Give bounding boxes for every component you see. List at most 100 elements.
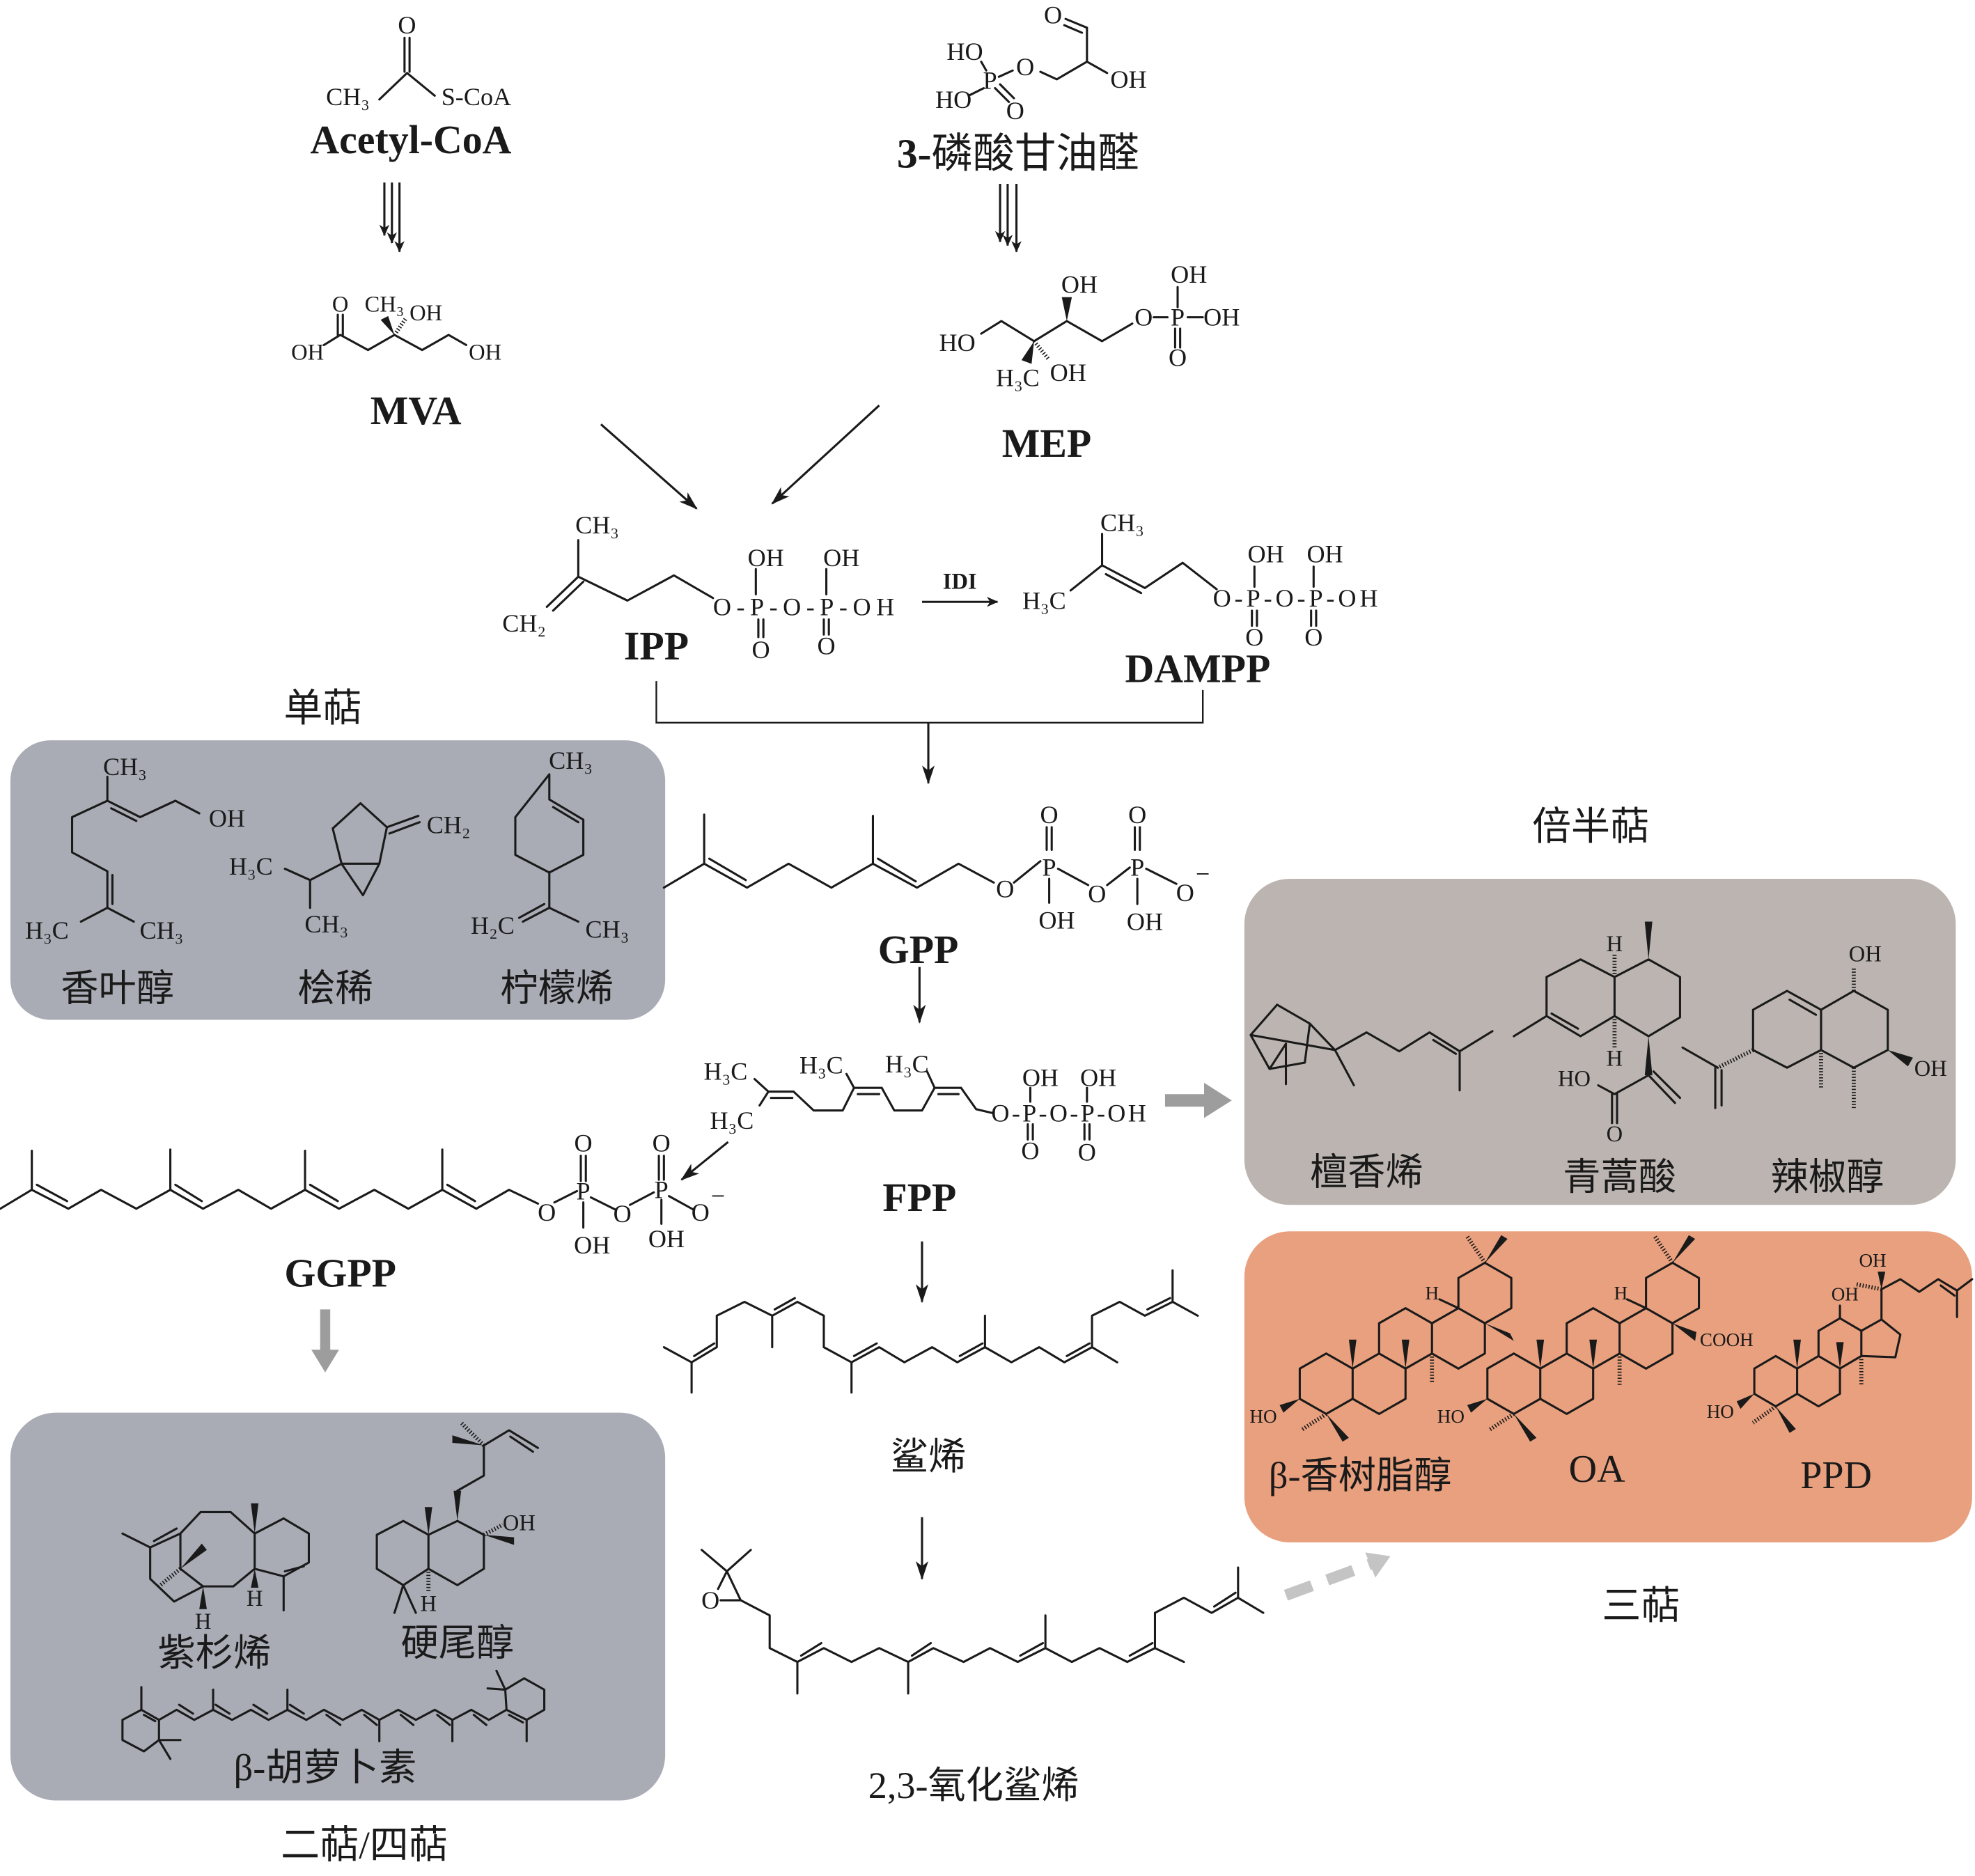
oxidosqualene-label: 2,3-氧化鲨烯 [868,1765,1079,1806]
atom-label: OH [1914,1056,1947,1081]
artemisinic-acid-label: 青蒿酸 [1563,1157,1676,1198]
wedge-bond [1736,1393,1755,1409]
atom-label: OH [1080,1064,1116,1092]
atom-label: OH [748,544,784,572]
wedge-bond [251,1568,259,1588]
limonene-structure: CH₃ H₂C CH₃ [471,747,629,943]
mva-label: MVA [370,388,462,433]
atom-label: O [1169,343,1187,371]
atom-label: HO [1437,1406,1465,1427]
beta-amyrin-structure: H HO [1249,1235,1514,1442]
atom-label: O [1040,801,1059,829]
monoterpene-box [10,740,666,1020]
atom-label: O [398,11,416,39]
atom-label: COOH [1700,1329,1754,1350]
triterpene-box [1244,1231,1972,1542]
atom-label: H₃C [799,1052,843,1079]
wedge-bond [1887,1049,1913,1067]
hashed-bond [426,1421,504,1593]
oxidosqualene-to-triterpenes-arrow [1283,1558,1374,1601]
hashed-bond [1488,1235,1674,1432]
mep-to-ipp-arrow [771,405,880,505]
acetyl-coa-bonds [378,36,436,101]
atom-label: S-CoA [442,83,511,111]
g3p-label: 3-磷酸甘油醛 [897,130,1139,176]
squalene-structure [662,1269,1199,1394]
atom-label: H [195,1609,212,1634]
atom-label: HO [1707,1401,1734,1422]
idi-enzyme-label: IDI [943,569,977,594]
atom-label: P [655,1176,669,1204]
charge-label: − [1196,860,1210,888]
atom-label: O [751,636,770,664]
atom-label: O [1134,304,1153,331]
wedge-bond [1793,1339,1802,1369]
limonene-label: 柠檬烯 [500,967,614,1009]
beta-carotene-structure [121,1669,546,1760]
atom-label: O [1607,1122,1623,1147]
mep-structure: HO H₃C OH OH O P OH OH O [939,260,1240,391]
atom-label: OH [209,804,245,832]
atom-label: O [575,1129,593,1157]
atom-label: O [701,1586,719,1614]
atom-label: P [1130,854,1144,882]
atom-label: O [332,292,349,318]
fpp-to-ggpp-arrow [680,1141,729,1181]
atom-label: HO [939,329,975,357]
santalene-label: 檀香烯 [1310,1151,1423,1193]
atom-label: OH [1127,907,1163,935]
beta-amyrin-label: β-香树脂醇 [1269,1455,1452,1496]
gpp-bonds [662,813,1178,905]
atom-label: O [996,875,1014,902]
atom-label: OH [1038,907,1075,935]
ppd-label: PPD [1800,1454,1872,1497]
ipp-structure: CH₃ CH₂ OH OH O-P-O-P-OH O O [502,511,894,664]
beta-carotene-label: β-胡萝卜素 [234,1747,417,1789]
hashed-bond [1717,967,1856,1109]
taxadiene-structure: H H [121,1503,310,1634]
dampp-label: DAMPP [1125,646,1271,691]
oleanolic-acid-label: OA [1569,1448,1625,1491]
atom-label: O [1176,879,1194,907]
g3p-label-name: 磷酸甘油醛 [932,130,1139,176]
mep-bonds [980,286,1204,349]
atom-label: CH₃ [304,910,348,938]
atom-label: O [1006,97,1024,125]
diterpene-tetraterpene-title: 二萜/四萜 [281,1824,448,1868]
sabinene-label: 桧稀 [297,967,373,1009]
atom-label: P [577,1177,591,1205]
atom-label: H [1614,1283,1628,1304]
wedge-bond [1326,1414,1349,1442]
atom-label: H₂C [471,912,515,939]
ipp-label: IPP [624,623,689,669]
atom-label: OH [469,340,501,365]
sabinene-bonds [283,802,421,909]
oxidosqualene-bonds [701,1549,1265,1695]
atom-label: OH [503,1511,536,1536]
ipp-bonds [545,539,830,639]
hashed-bond [1299,1235,1487,1432]
wedge-bond [1021,341,1034,364]
wedge-bond [180,1543,208,1569]
fpp-label: FPP [882,1175,956,1220]
oxidosqualene-structure: O [701,1549,1265,1695]
taxadiene-label: 紫杉烯 [158,1632,272,1674]
fpp-bonds [753,1070,1091,1141]
wedge-bond [1878,1272,1886,1290]
atom-label: O [653,1129,671,1157]
monoterpene-title: 单萜 [283,687,361,730]
atom-label: OH [1849,942,1882,967]
atom-label: CH₃ [575,511,619,539]
santalene-bonds [1249,1003,1494,1092]
atom-label: H [247,1586,263,1611]
atom-label: H₃C [229,852,273,880]
gpp-structure: O P O P O O O OH OH − [662,801,1210,935]
wedge-bond [1279,1398,1300,1413]
wedge-bond [1775,1406,1796,1433]
atom-label: O [1016,53,1034,81]
atom-label: H [1607,1047,1623,1072]
atom-label: CH₂ [502,609,546,637]
atom-label: H [1425,1283,1439,1304]
atom-label: P [983,67,997,95]
